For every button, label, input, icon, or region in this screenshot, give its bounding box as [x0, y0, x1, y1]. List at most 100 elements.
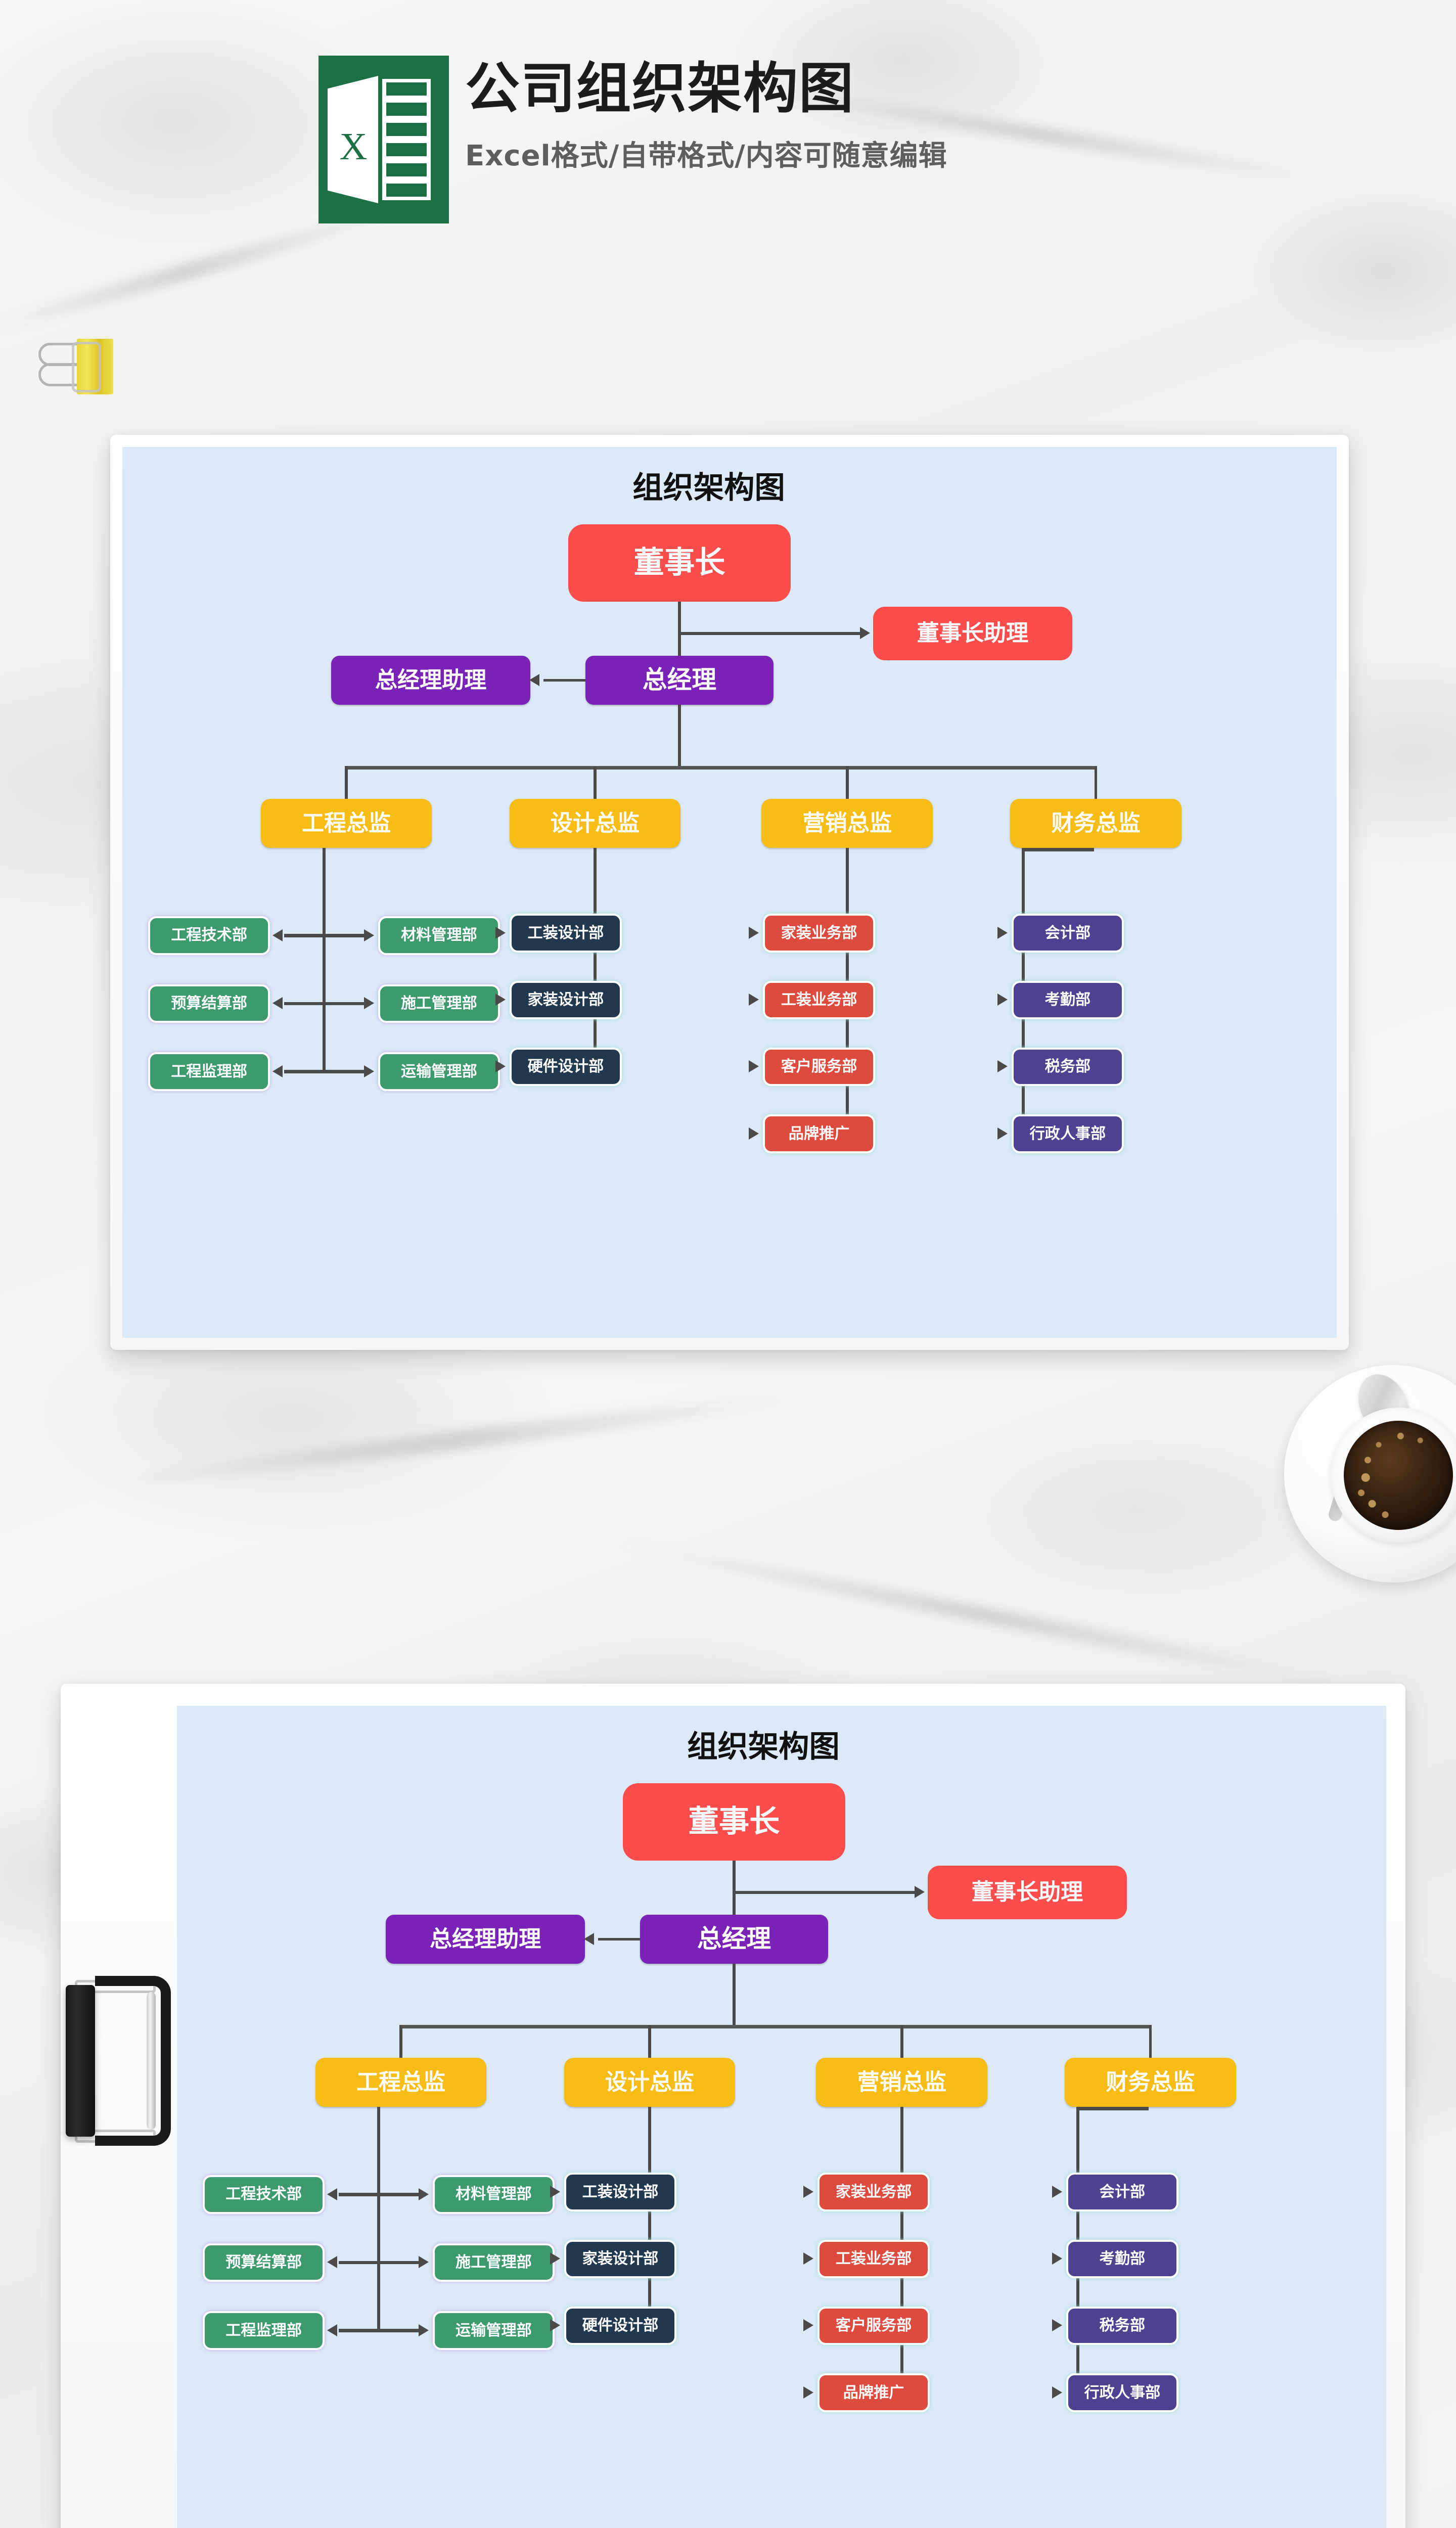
- org-chart: 组织架构图董事长董事长助理总经理总经理助理工程总监设计总监营销总监财务总监工程技…: [177, 1706, 1386, 2528]
- node-finance-4-label: 行政人事部: [1029, 1124, 1106, 1143]
- node-director-2-label: 设计总监: [550, 810, 640, 836]
- connector-arrow: [363, 1065, 374, 1077]
- node-finance-3[interactable]: 税务部: [1011, 1047, 1124, 1087]
- connector-arrow: [748, 994, 759, 1006]
- org-chart-panel-top: 组织架构图董事长董事长助理总经理总经理助理工程总监设计总监营销总监财务总监工程技…: [110, 435, 1349, 1350]
- node-engineering-left-2[interactable]: 预算结算部: [203, 2243, 325, 2282]
- node-engineering-right-3[interactable]: 运输管理部: [432, 2311, 555, 2350]
- node-finance-1[interactable]: 会计部: [1066, 2173, 1179, 2211]
- node-gm-assistant[interactable]: 总经理助理: [385, 1914, 585, 1964]
- node-engineering-left-1-label: 工程技术部: [171, 926, 248, 944]
- connector-line: [678, 705, 681, 766]
- connector-line: [598, 1937, 641, 1941]
- node-design-1[interactable]: 工装设计部: [509, 914, 622, 953]
- connector-arrow: [748, 1060, 759, 1073]
- node-engineering-left-1[interactable]: 工程技术部: [203, 2175, 325, 2214]
- connector-arrow: [997, 1060, 1008, 1073]
- node-engineering-right-1[interactable]: 材料管理部: [432, 2175, 555, 2214]
- connector-line: [594, 766, 597, 799]
- node-chairman-label: 董事长: [633, 545, 725, 580]
- node-gm-assistant-label: 总经理助理: [429, 1926, 541, 1952]
- node-engineering-left-1[interactable]: 工程技术部: [148, 916, 270, 955]
- node-engineering-left-2-label: 预算结算部: [225, 2253, 302, 2271]
- connector-line: [284, 1070, 364, 1073]
- connector-arrow: [327, 2324, 337, 2336]
- connector-line: [284, 934, 364, 937]
- node-engineering-right-3[interactable]: 运输管理部: [378, 1052, 500, 1091]
- connector-arrow: [272, 997, 283, 1010]
- node-engineering-right-2[interactable]: 施工管理部: [378, 984, 500, 1023]
- node-director-3[interactable]: 营销总监: [761, 799, 933, 848]
- panel-inner-frame: 组织架构图董事长董事长助理总经理总经理助理工程总监设计总监营销总监财务总监工程技…: [122, 447, 1337, 1338]
- node-finance-3[interactable]: 税务部: [1066, 2306, 1179, 2345]
- node-general-manager[interactable]: 总经理: [640, 1914, 828, 1964]
- connector-line: [339, 2261, 419, 2265]
- connector-line: [845, 766, 849, 799]
- node-design-1[interactable]: 工装设计部: [564, 2173, 677, 2211]
- connector-arrow: [327, 2188, 337, 2200]
- node-chairman[interactable]: 董事长: [622, 1783, 846, 1861]
- node-director-4[interactable]: 财务总监: [1065, 2058, 1236, 2107]
- connector-line: [543, 679, 586, 682]
- node-marketing-4[interactable]: 品牌推广: [762, 1114, 876, 1153]
- node-general-manager[interactable]: 总经理: [585, 655, 774, 705]
- node-marketing-3[interactable]: 客户服务部: [817, 2306, 930, 2345]
- node-chairman-label: 董事长: [688, 1804, 780, 1839]
- connector-line: [284, 1002, 364, 1006]
- node-design-3[interactable]: 硬件设计部: [509, 1047, 622, 1087]
- node-design-3[interactable]: 硬件设计部: [564, 2306, 677, 2345]
- node-director-3[interactable]: 营销总监: [816, 2058, 988, 2107]
- node-director-1[interactable]: 工程总监: [260, 799, 432, 848]
- connector-arrow: [915, 1886, 925, 1899]
- node-marketing-2-label: 工装业务部: [781, 991, 857, 1009]
- binder-clip-icon: [28, 328, 129, 403]
- node-finance-4[interactable]: 行政人事部: [1011, 1114, 1124, 1153]
- node-marketing-1-label: 家装业务部: [781, 924, 857, 942]
- node-director-4-label: 财务总监: [1106, 2069, 1195, 2095]
- node-marketing-2[interactable]: 工装业务部: [762, 980, 876, 1020]
- connector-arrow: [495, 926, 506, 939]
- node-marketing-1[interactable]: 家装业务部: [762, 914, 876, 953]
- connector-arrow: [997, 926, 1008, 939]
- node-finance-1[interactable]: 会计部: [1011, 914, 1124, 953]
- node-chairman[interactable]: 董事长: [568, 524, 791, 602]
- node-marketing-2[interactable]: 工装业务部: [817, 2239, 930, 2279]
- node-engineering-left-2[interactable]: 预算结算部: [148, 984, 270, 1023]
- node-director-2[interactable]: 设计总监: [509, 799, 681, 848]
- connector-line: [377, 2107, 381, 2331]
- node-director-4[interactable]: 财务总监: [1010, 799, 1181, 848]
- node-finance-4[interactable]: 行政人事部: [1066, 2373, 1179, 2412]
- node-gm-assistant[interactable]: 总经理助理: [331, 655, 531, 705]
- node-design-2[interactable]: 家装设计部: [509, 980, 622, 1020]
- node-finance-3-label: 税务部: [1099, 2317, 1146, 2335]
- clamp-rod: [147, 1992, 156, 2130]
- node-finance-2-label: 考勤部: [1044, 991, 1091, 1009]
- node-design-1-label: 工装设计部: [527, 924, 604, 942]
- node-marketing-4[interactable]: 品牌推广: [817, 2373, 930, 2412]
- node-chairman-assistant[interactable]: 董事长助理: [873, 606, 1073, 661]
- node-chairman-assistant[interactable]: 董事长助理: [927, 1865, 1127, 1920]
- node-engineering-right-1[interactable]: 材料管理部: [378, 916, 500, 955]
- node-marketing-3[interactable]: 客户服务部: [762, 1047, 876, 1087]
- connector-arrow: [1052, 2252, 1062, 2265]
- node-general-manager-label: 总经理: [697, 1925, 771, 1954]
- connector-arrow: [584, 1932, 595, 1945]
- node-engineering-right-3-label: 运输管理部: [400, 1062, 477, 1080]
- connector-arrow: [495, 994, 506, 1006]
- node-engineering-left-3[interactable]: 工程监理部: [203, 2311, 325, 2350]
- connector-line: [399, 2025, 402, 2058]
- node-finance-3-label: 税务部: [1044, 1058, 1091, 1076]
- node-engineering-right-2-label: 施工管理部: [400, 994, 477, 1012]
- node-director-4-label: 财务总监: [1051, 810, 1141, 836]
- connector-arrow: [495, 1060, 506, 1073]
- node-design-2[interactable]: 家装设计部: [564, 2239, 677, 2279]
- node-engineering-left-3[interactable]: 工程监理部: [148, 1052, 270, 1091]
- node-director-1[interactable]: 工程总监: [315, 2058, 487, 2107]
- node-marketing-1[interactable]: 家装业务部: [817, 2173, 930, 2211]
- node-finance-2[interactable]: 考勤部: [1011, 980, 1124, 1020]
- connector-arrow: [803, 2386, 813, 2399]
- node-director-2[interactable]: 设计总监: [564, 2058, 736, 2107]
- connector-line: [1094, 766, 1098, 799]
- node-finance-2[interactable]: 考勤部: [1066, 2239, 1179, 2279]
- node-engineering-right-2[interactable]: 施工管理部: [432, 2243, 555, 2282]
